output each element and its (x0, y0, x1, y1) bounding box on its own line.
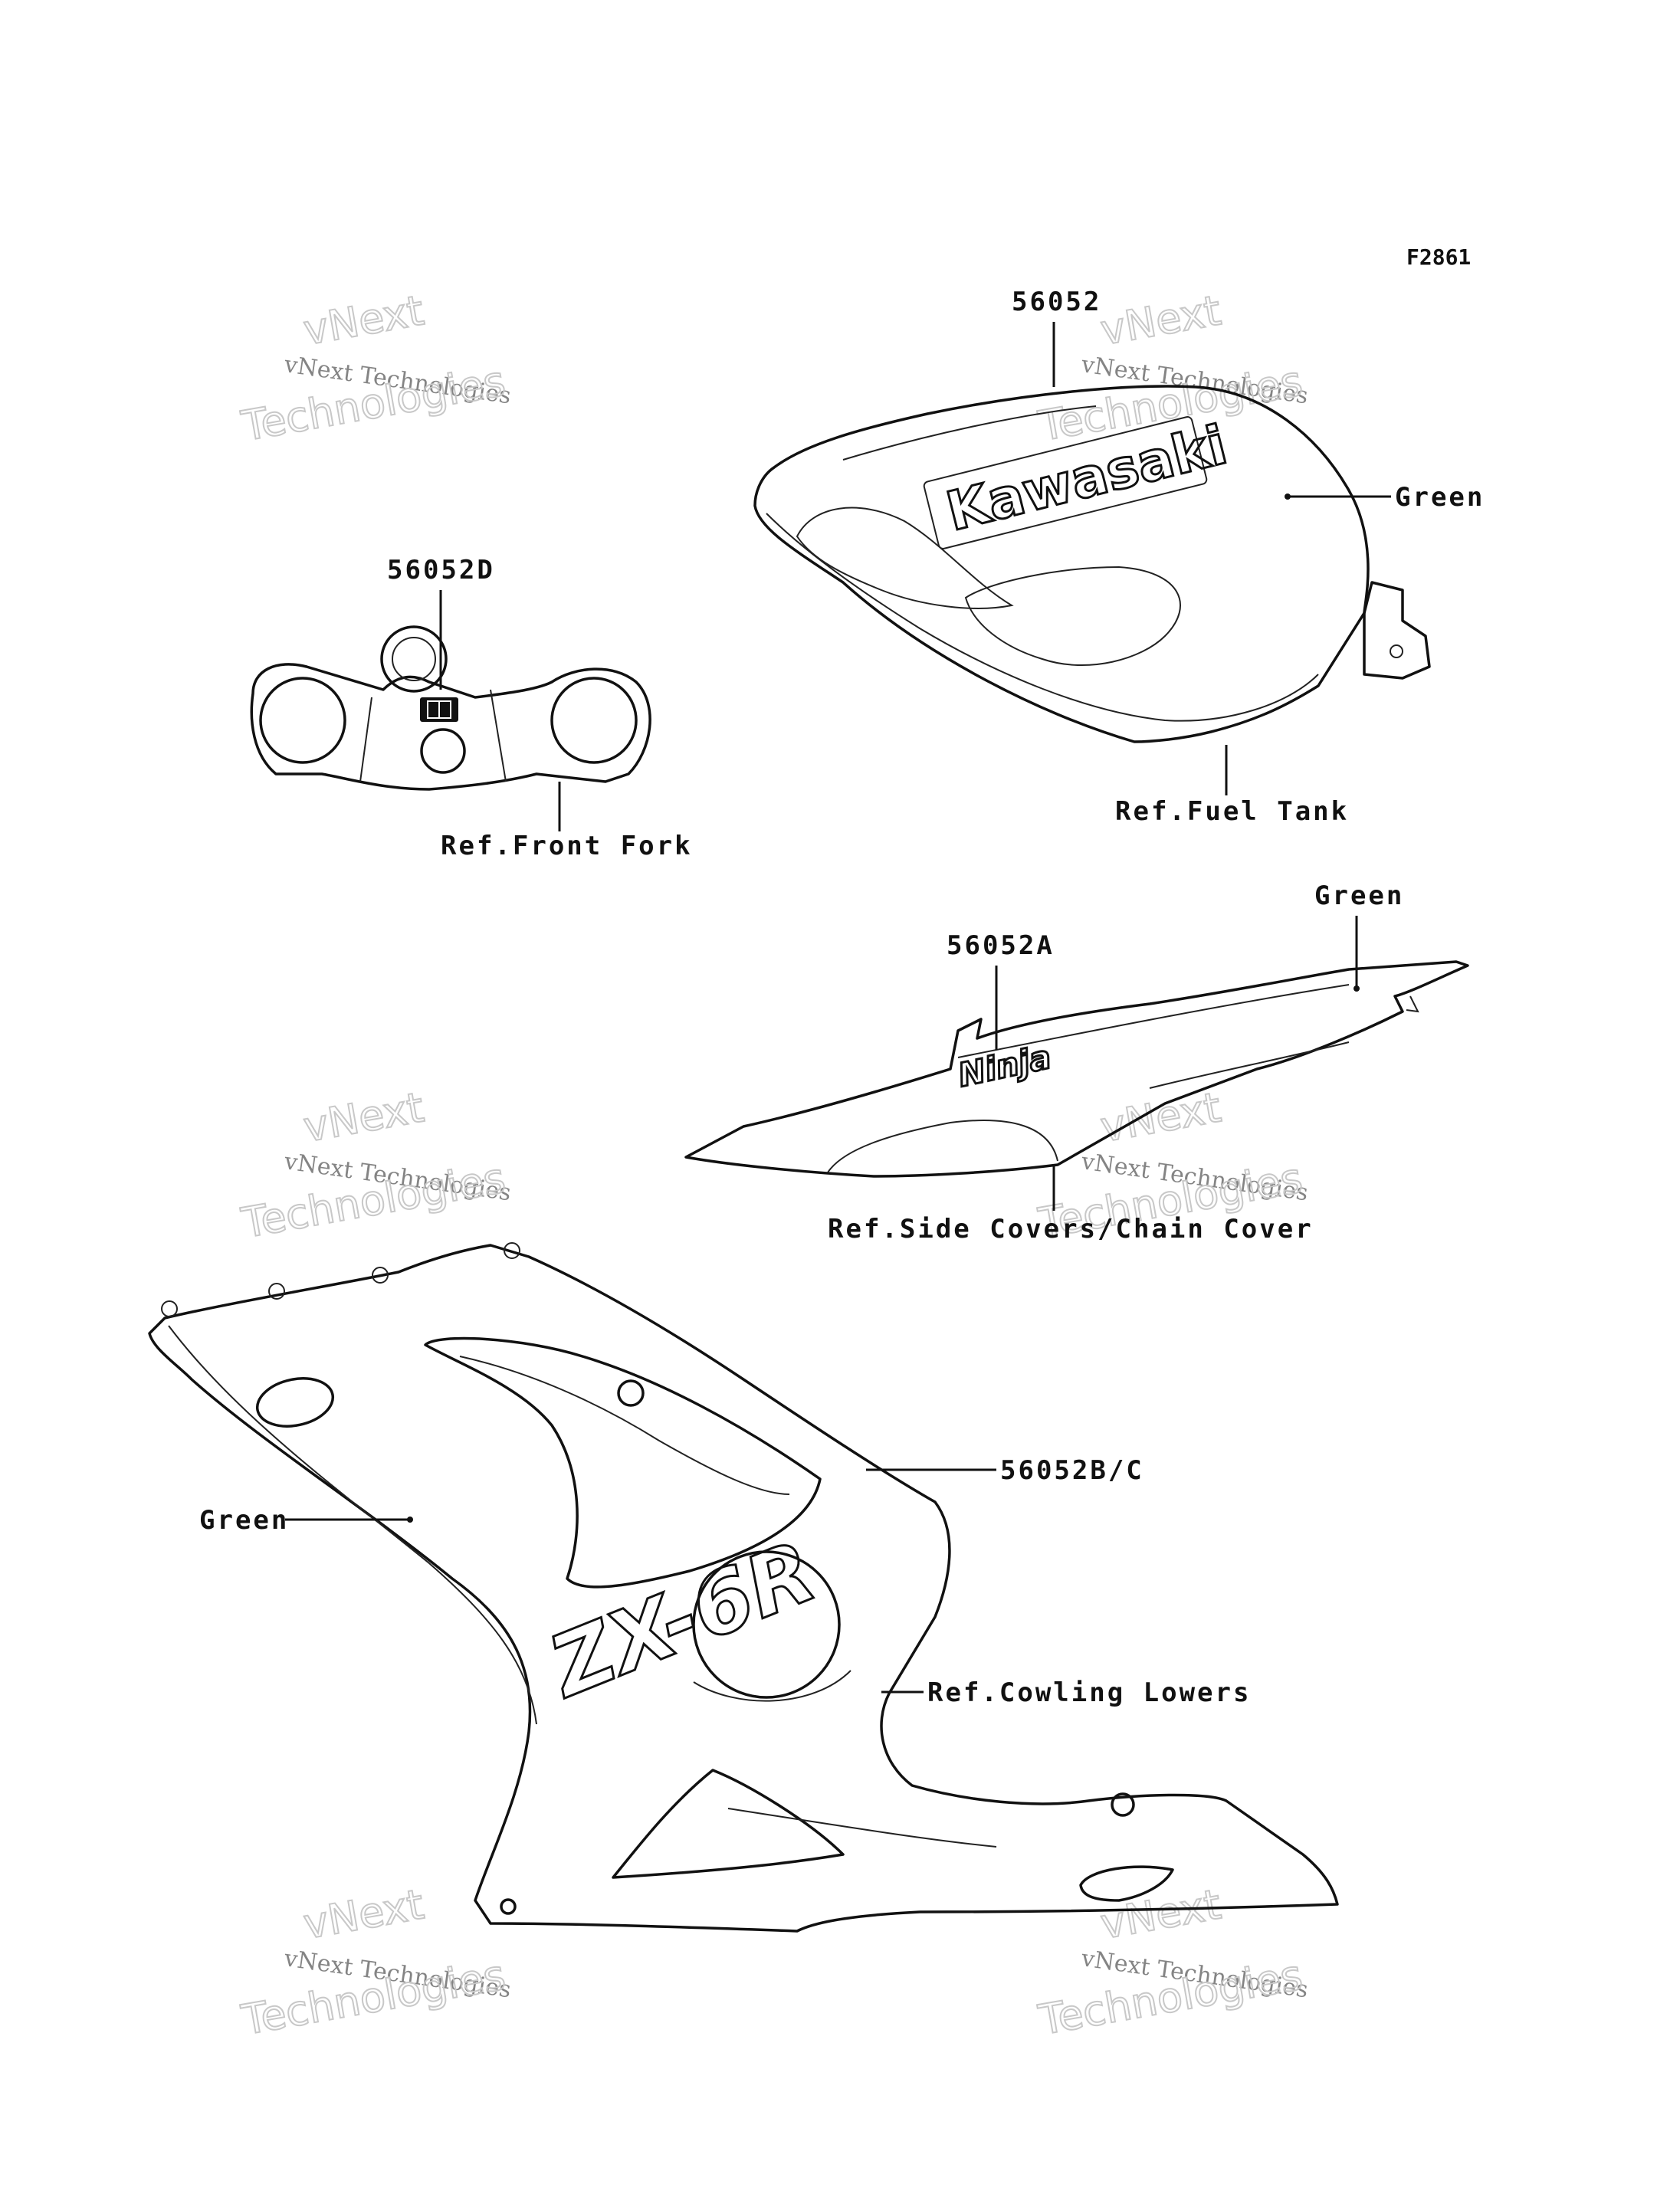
fuel-tank-bolt-hole (1390, 644, 1403, 658)
cowling-round-panel (692, 1550, 841, 1699)
cowling-corner-bolt (500, 1898, 517, 1915)
cowling-drawing: ZX-6R (148, 1242, 1339, 1933)
fork-tube-right (550, 677, 638, 764)
leader-dot (1354, 985, 1360, 992)
tab-2 (268, 1283, 285, 1300)
cowling-vent-inner (459, 1356, 790, 1495)
label-ref-cowling-lowers: Ref.Cowling Lowers (927, 1677, 1251, 1708)
side-cover-outline (684, 960, 1469, 1178)
cowling-lower-vent (1079, 1865, 1174, 1902)
side-cover-top-contour (957, 984, 1350, 1058)
watermark-bottom-right: vNext vNext Technologies Technologies (1034, 1879, 1310, 2045)
side-cover-inner-panel (827, 1120, 1058, 1173)
side-cover-notch (1406, 995, 1419, 1013)
steering-stem-inner (392, 637, 436, 681)
watermark-brand: vNext (1097, 286, 1224, 354)
label-side-color: Green (1314, 880, 1404, 911)
clamp-line-left (359, 697, 372, 782)
ninja-logo-text: Ninja (955, 1038, 1055, 1094)
cowling-lower-intake (612, 1769, 845, 1879)
watermark-bottom-left: vNext vNext Technologies Technologies (237, 1879, 513, 2045)
steering-stem-nut (380, 625, 448, 693)
leader-dot (1285, 494, 1291, 500)
label-part-56052: 56052 (1012, 287, 1101, 317)
watermark-middle-left: vNext vNext Technologies Technologies (237, 1082, 513, 1248)
cowling-round-arc (693, 1670, 851, 1702)
watermark-brand: vNext (300, 1880, 427, 1948)
watermark-brand: vNext (300, 286, 427, 354)
label-ref-side-covers: Ref.Side Covers/Chain Cover (828, 1214, 1314, 1244)
side-cover-lower-contour (1149, 1041, 1350, 1089)
fuel-tank-bracket (1363, 581, 1431, 680)
label-ref-front-fork: Ref.Front Fork (441, 831, 693, 861)
watermark-brand: vNext (300, 1083, 427, 1151)
cowling-lower-bolt (1111, 1792, 1135, 1817)
label-part-56052A: 56052A (947, 930, 1055, 961)
fuel-tank-inner-edge (766, 513, 1319, 722)
cowling-screw-hole (617, 1379, 645, 1407)
label-cowl-color: Green (199, 1505, 289, 1536)
kawasaki-decal-box (923, 416, 1208, 549)
side-cover-drawing: Ninja (684, 960, 1469, 1178)
fuel-tank-panel (964, 566, 1181, 667)
fuel-tank-top-line (842, 405, 1097, 461)
cowling-front-inner (168, 1325, 537, 1725)
watermark-top-left: vNext vNext Technologies Technologies (237, 285, 513, 451)
cowling-vent-upper (424, 1336, 822, 1589)
fuel-tank-knee-recess (796, 507, 1014, 609)
label-ref-fuel-tank: Ref.Fuel Tank (1115, 796, 1349, 827)
label-part-56052BC: 56052B/C (1000, 1455, 1144, 1486)
tab-1 (161, 1300, 178, 1317)
watermark-brand: vNext (1097, 1083, 1224, 1151)
leader-dot (407, 1517, 413, 1523)
tab-3 (372, 1267, 389, 1284)
figure-code: F2861 (1406, 244, 1471, 270)
cowling-mount-hole (255, 1377, 335, 1428)
zx6r-logo-text: ZX-6R (535, 1522, 829, 1717)
stem-hole (420, 728, 466, 774)
cowling-lower-line (727, 1808, 997, 1848)
label-tank-color: Green (1395, 482, 1485, 513)
fork-tube-left (259, 677, 346, 764)
fuel-tank-outline (753, 385, 1370, 743)
clamp-line-right (490, 689, 507, 782)
watermark-brand: vNext (1097, 1880, 1224, 1948)
top-clamp-outline (250, 663, 651, 791)
front-fork-drawing (250, 625, 651, 791)
tab-4 (504, 1242, 520, 1259)
label-part-56052D: 56052D (387, 555, 495, 585)
